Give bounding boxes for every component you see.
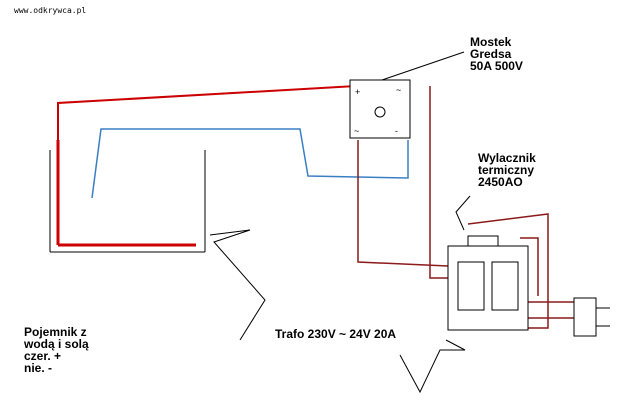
container-label-line: wodą i solą (24, 337, 89, 351)
container-arrow (209, 229, 266, 341)
bridge-mount-hole (374, 106, 386, 118)
bridge-label-line: 50A 500V (470, 59, 523, 73)
bridge-label-pointer (381, 51, 465, 81)
container-label-line: nie. - (24, 361, 53, 375)
ac-wires (357, 86, 574, 329)
transformer-arrow (399, 339, 466, 394)
breaker-label-pointer (455, 195, 471, 231)
transformer-label-line: Trafo 230V ~ 24V 20A (275, 327, 397, 341)
breaker-label-line: Wylacznik (478, 151, 536, 165)
transformer-body (447, 245, 529, 331)
transformer-coil-right (491, 261, 519, 311)
breaker-tab (467, 235, 499, 247)
mains-plug (573, 297, 610, 337)
transformer-coil-left (457, 261, 485, 311)
bridge-terminal-ac-right: ~ (396, 85, 401, 95)
breaker-label-line: 2450AO (478, 175, 523, 189)
bridge-body (349, 79, 411, 139)
container-outline (49, 150, 206, 253)
negative-wire (91, 128, 409, 199)
breaker-label-line: termiczny (478, 163, 535, 177)
bridge-label-line: Mostek (470, 35, 512, 49)
bridge-label-line: Gredsa (470, 47, 512, 61)
rectifier-bridge: + - ~ ~ (349, 51, 465, 139)
container-label-line: Pojemnik z (24, 325, 87, 339)
transformer-block (447, 235, 529, 331)
watermark: www.odkrywca.pl (14, 6, 87, 15)
breaker-label: Wylacznik termiczny 2450AO (478, 152, 536, 188)
bridge-terminal-ac-left: ~ (354, 126, 359, 136)
container-label: Pojemnik z wodą i solą czer. + nie. - (24, 326, 89, 374)
bridge-label: Mostek Gredsa 50A 500V (470, 36, 523, 72)
container-label-line: czer. + (24, 349, 62, 363)
bridge-terminal-plus: + (355, 87, 360, 97)
positive-wire (56, 85, 357, 247)
transformer-label: Trafo 230V ~ 24V 20A (275, 328, 396, 340)
bridge-terminal-minus: - (395, 126, 398, 136)
